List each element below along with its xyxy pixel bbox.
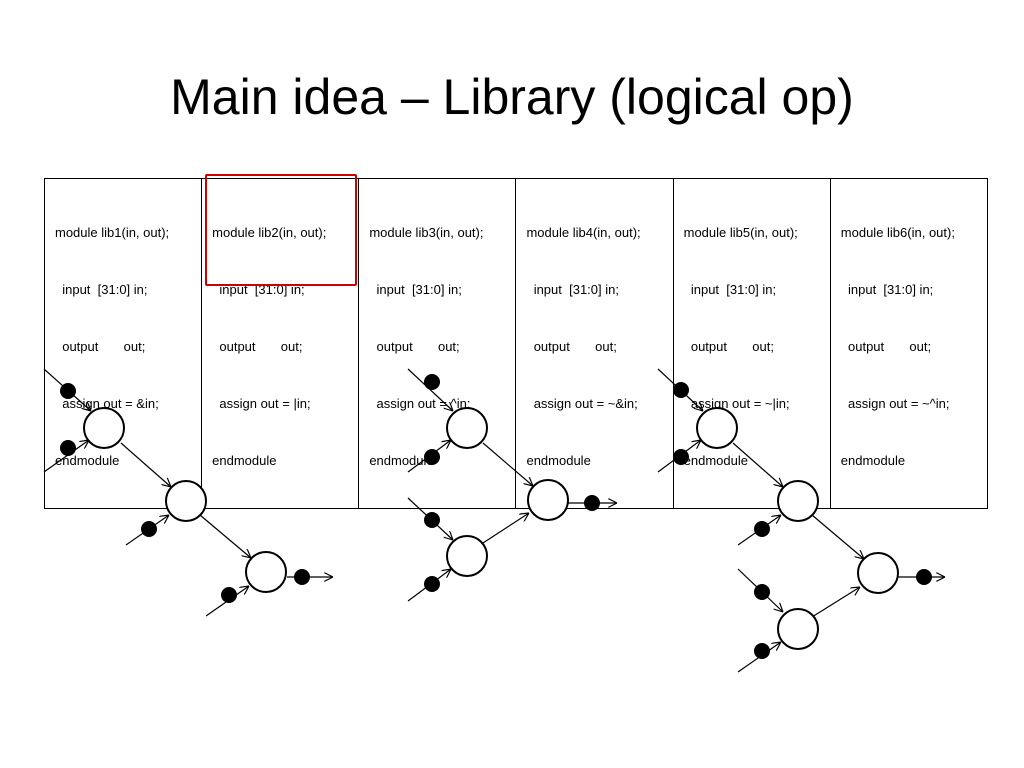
op-node	[83, 407, 125, 449]
edge	[482, 513, 529, 544]
slide-title: Main idea – Library (logical op)	[170, 69, 854, 125]
code-line: module lib4(in, out);	[526, 225, 641, 240]
code-line: output out;	[369, 339, 460, 354]
chain-tree-diagram	[43, 368, 333, 617]
code-line: input [31:0] in;	[840, 282, 934, 297]
op-node	[245, 551, 287, 593]
code-line: input [31:0] in;	[683, 282, 777, 297]
selected-module-highlight	[205, 174, 357, 286]
code-line: output out;	[840, 339, 932, 354]
op-node	[777, 608, 819, 650]
input-dot	[673, 382, 689, 398]
op-node	[857, 552, 899, 594]
code-line: input [31:0] in;	[369, 282, 462, 297]
module-cell-lib2: module lib2(in, out); input [31:0] in; o…	[201, 178, 360, 509]
input-dot	[673, 449, 689, 465]
code-line: input [31:0] in;	[55, 282, 148, 297]
input-dot	[754, 643, 770, 659]
edge	[199, 514, 251, 558]
input-dot	[424, 374, 440, 390]
edge	[120, 442, 171, 487]
mixed-tree-diagram	[657, 368, 945, 673]
code-line: output out;	[526, 339, 617, 354]
code-line: module lib2(in, out);	[212, 225, 327, 240]
op-node	[777, 480, 819, 522]
code-line: module lib1(in, out);	[55, 225, 170, 240]
input-dot	[60, 440, 76, 456]
input-dot	[141, 521, 157, 537]
output-dot	[584, 495, 600, 511]
code-line: endmodule	[683, 453, 748, 468]
code-line: assign out = ~|in;	[683, 396, 790, 411]
edge	[811, 587, 860, 618]
op-node	[527, 479, 569, 521]
code-line: endmodule	[840, 453, 906, 468]
code-line: module lib3(in, out);	[369, 225, 484, 240]
edge	[482, 442, 533, 486]
input-dot	[424, 576, 440, 592]
input-dot	[754, 521, 770, 537]
code-line: assign out = ~&in;	[526, 396, 638, 411]
balanced-tree-diagram	[407, 368, 617, 602]
module-cell-lib4: module lib4(in, out); input [31:0] in; o…	[515, 178, 674, 509]
code-line: assign out = ~^in;	[840, 396, 950, 411]
op-node	[696, 407, 738, 449]
edge	[43, 440, 89, 473]
edge	[732, 442, 783, 487]
code-line: output out;	[55, 339, 146, 354]
op-node	[446, 407, 488, 449]
input-dot	[424, 512, 440, 528]
code-line: output out;	[683, 339, 774, 354]
input-dot	[60, 383, 76, 399]
code-line: input [31:0] in;	[526, 282, 619, 297]
code-line: module lib5(in, out);	[683, 225, 798, 240]
code-line: assign out = ^in;	[369, 396, 471, 411]
input-dot	[424, 449, 440, 465]
code-line: assign out = |in;	[212, 396, 311, 411]
code-line: module lib6(in, out);	[840, 225, 955, 240]
edge	[811, 514, 864, 559]
code-line: assign out = &in;	[55, 396, 159, 411]
code-line: output out;	[212, 339, 303, 354]
op-node	[446, 535, 488, 577]
output-dot	[294, 569, 310, 585]
input-dot	[221, 587, 237, 603]
code-line: endmodule	[55, 453, 120, 468]
input-dot	[754, 584, 770, 600]
output-dot	[916, 569, 932, 585]
module-cell-lib5: module lib5(in, out); input [31:0] in; o…	[672, 178, 831, 509]
code-line: endmodule	[526, 453, 591, 468]
module-cell-lib6: module lib6(in, out); input [31:0] in; o…	[829, 178, 989, 509]
edge	[407, 368, 453, 411]
code-line: endmodule	[212, 453, 277, 468]
op-node	[165, 480, 207, 522]
